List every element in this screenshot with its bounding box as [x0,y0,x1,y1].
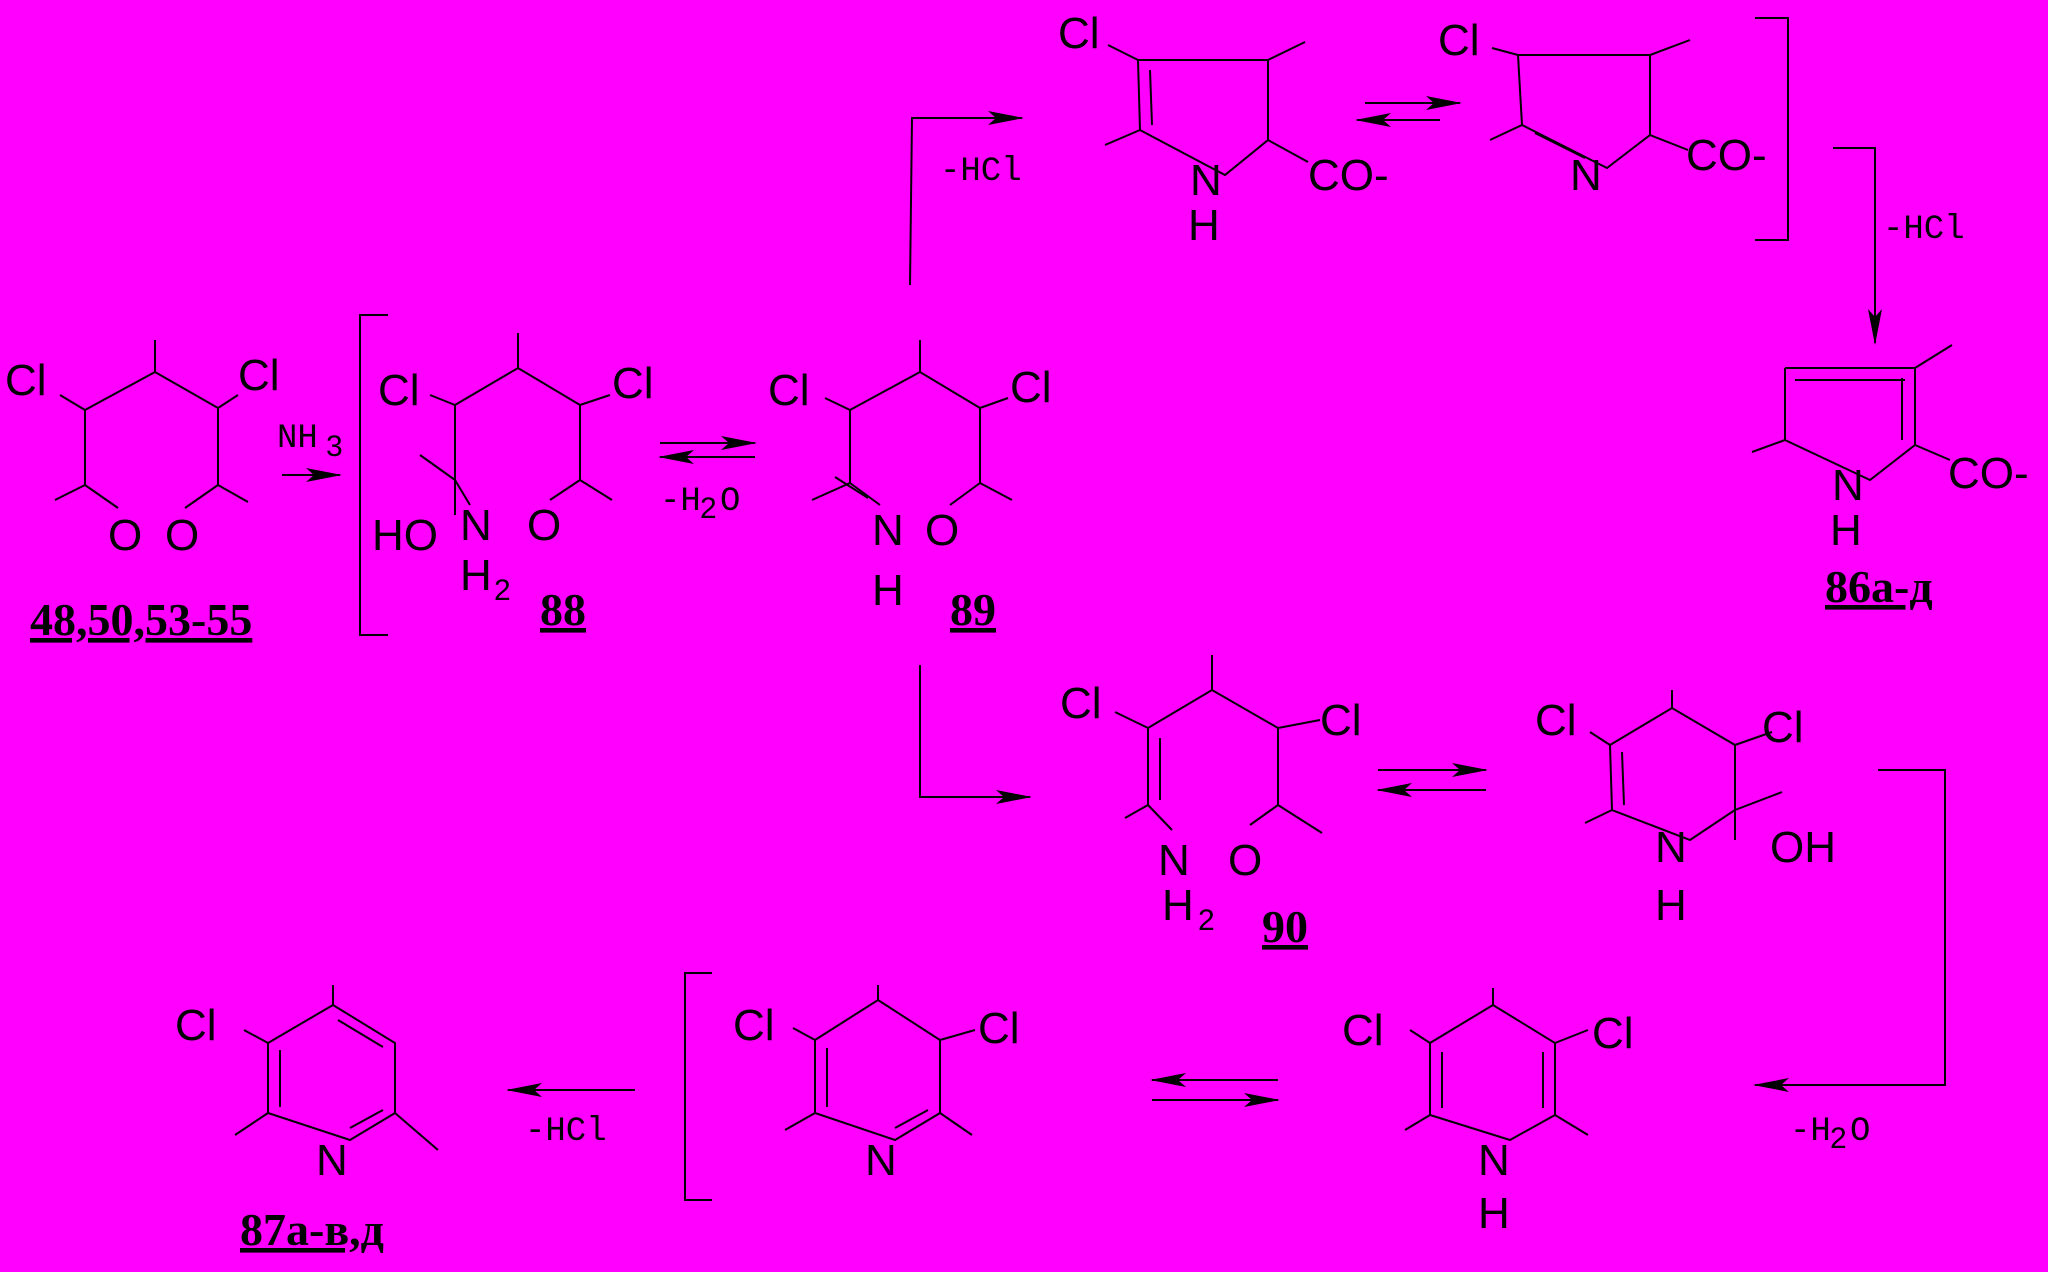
compound-89: Cl Cl N H O 89 [768,340,1052,635]
compound-label-88: 88 [540,584,586,635]
compound-label-48: 48,50,53-55 [30,594,252,645]
svg-text:-HCl: -HCl [525,1113,607,1151]
svg-text:2: 2 [1198,904,1215,937]
cl-atom: Cl [5,356,47,405]
svg-text:2: 2 [1830,1122,1847,1155]
svg-text:2: 2 [494,574,511,607]
svg-text:3: 3 [326,430,343,463]
equilibrium-dihydropyridine [1150,1073,1280,1107]
n-atom: N [1158,836,1190,885]
compound-86: N H CO- 86а-д [1751,344,2029,612]
compound-90: Cl Cl N H 2 O 90 [1060,655,1362,952]
svg-text:NH: NH [277,420,318,458]
compound-label-89: 89 [950,584,996,635]
svg-text:-H: -H [1790,1113,1831,1151]
o-atom: O [527,501,561,550]
n-atom: N [872,506,904,555]
route-minus-h2o: -H 2 O [1753,769,1946,1155]
h-atom: H [1655,881,1687,930]
cl-atom: Cl [1342,1006,1384,1055]
co-group: CO- [1948,449,2029,498]
n-atom: N [1570,151,1602,200]
cl-atom: Cl [1438,16,1480,65]
hemiaminal: Cl Cl N H OH [1535,690,1836,930]
route-to-87: -HCl [506,1083,635,1151]
dihydropyridine-nh: Cl Cl N H [1342,988,1634,1238]
route-to-90 [919,665,1032,804]
svg-text:-HCl: -HCl [1883,211,1965,249]
svg-text:-H: -H [660,483,701,521]
co-group: CO- [1308,151,1389,200]
h-atom: H [1478,1189,1510,1238]
pyrroline-imine: Cl N CO- [1438,16,1789,241]
cl-atom: Cl [378,366,420,415]
cl-atom: Cl [768,366,810,415]
svg-text:-HCl: -HCl [940,153,1022,191]
oh-group: OH [1770,823,1836,872]
svg-text:O: O [1850,1113,1870,1151]
cl-atom: Cl [612,359,654,408]
n-atom: N [1832,461,1864,510]
cl-atom: Cl [1320,696,1362,745]
compound-88: Cl Cl HO N H 2 O 88 [359,314,654,636]
cl-atom: Cl [733,1001,775,1050]
cl-atom: Cl [238,351,280,400]
co-group: CO- [1686,131,1767,180]
n-atom: N [1478,1136,1510,1185]
h-atom: H [460,551,492,600]
pyrroline-nh: Cl N H CO- [1058,9,1389,250]
compound-label-87: 87а-в,д [240,1204,384,1255]
nh3-arrow: NH 3 [277,420,343,482]
cl-atom: Cl [1762,703,1804,752]
h-atom: H [1830,506,1862,555]
h-atom: H [1162,881,1194,930]
n-atom: N [865,1136,897,1185]
n-atom: N [460,501,492,550]
svg-text:O: O [720,483,740,521]
o-atom: O [1228,836,1262,885]
compound-87: Cl N 87а-в,д [175,985,439,1255]
ho-group: HO [372,511,438,560]
o-atom: O [925,506,959,555]
equilibrium-90 [1376,763,1488,797]
cl-atom: Cl [1010,363,1052,412]
route-to-pyrroline: -HCl [909,111,1024,286]
n-atom: N [1190,156,1222,205]
cl-atom: Cl [175,1001,217,1050]
route-to-86: -HCl [1833,147,1965,345]
svg-text:2: 2 [700,492,717,525]
h-atom: H [872,566,904,615]
o-atom: O [108,511,142,560]
cl-atom: Cl [1058,9,1100,58]
cl-atom: Cl [978,1004,1020,1053]
equilibrium-pyrroline [1355,96,1462,127]
h-atom: H [1188,201,1220,250]
compound-label-90: 90 [1262,901,1308,952]
cl-atom: Cl [1535,696,1577,745]
dihydropyridine-imine: Cl Cl N [684,972,1020,1201]
cl-atom: Cl [1592,1009,1634,1058]
equilibrium-88-89: -H 2 O [658,436,757,525]
compound-48: Cl Cl O O 48,50,53-55 [5,340,280,645]
cl-atom: Cl [1060,679,1102,728]
n-atom: N [1655,823,1687,872]
compound-label-86: 86а-д [1825,561,1933,612]
n-atom: N [316,1136,348,1185]
o-atom: O [165,511,199,560]
